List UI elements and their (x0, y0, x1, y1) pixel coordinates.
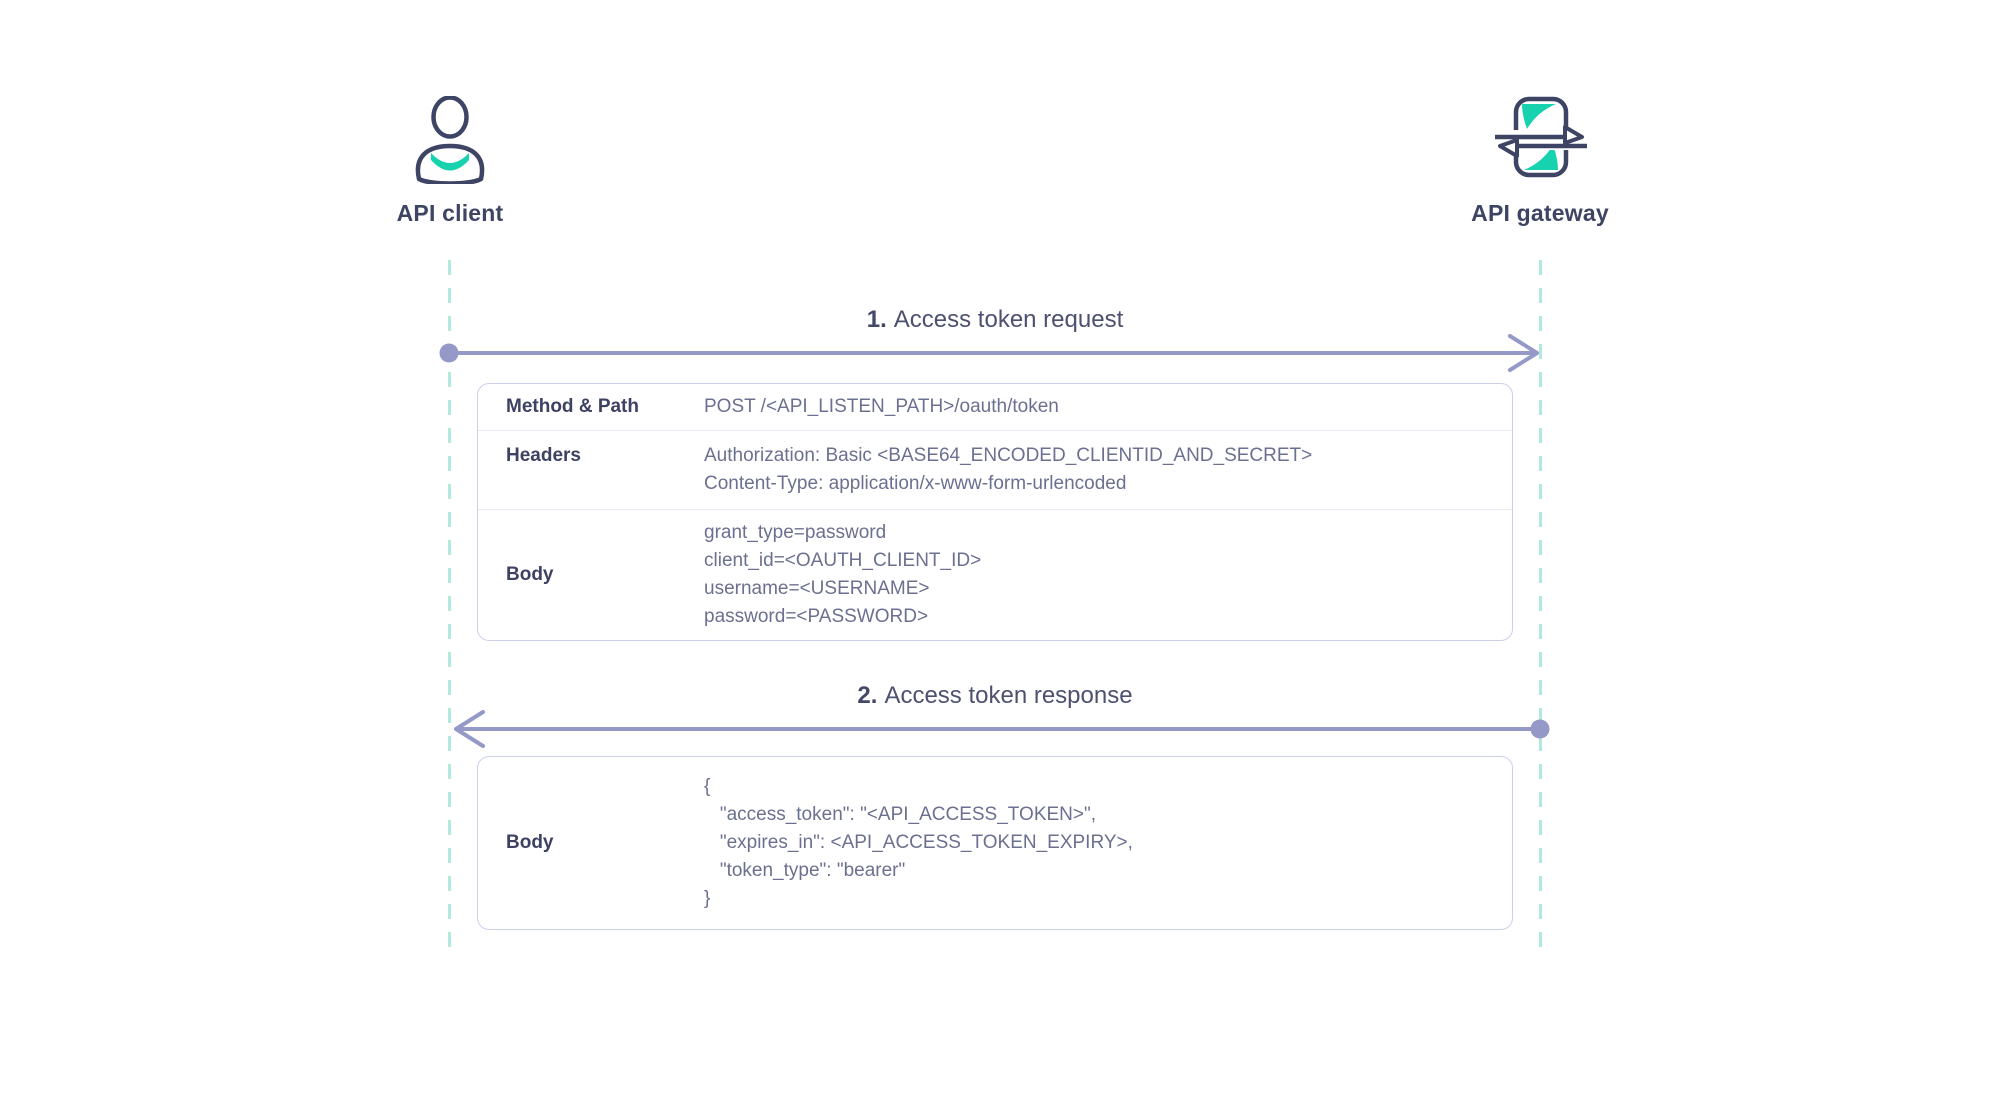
row-value: { "access_token": "<API_ACCESS_TOKEN>", … (704, 773, 1512, 913)
row-value: POST /<API_LISTEN_PATH>/oauth/token (704, 393, 1512, 421)
table-row-body: Body grant_type=password client_id=<OAUT… (478, 509, 1512, 640)
actor-api-gateway: API gateway (1440, 96, 1640, 227)
value-line: POST /<API_LISTEN_PATH>/oauth/token (704, 396, 1059, 417)
value-line: { (704, 776, 711, 797)
value-line: "access_token": "<API_ACCESS_TOKEN>", (704, 804, 1097, 825)
message-number: 2. (857, 682, 878, 709)
gateway-icon (1495, 96, 1587, 178)
value-line: client_id=<OAUTH_CLIENT_ID> (704, 550, 982, 571)
message-title-response: 2.Access token response (695, 682, 1295, 710)
user-icon (415, 96, 485, 184)
value-line: "expires_in": <API_ACCESS_TOKEN_EXPIRY>, (704, 832, 1133, 853)
message-title-request: 1.Access token request (695, 306, 1295, 334)
value-line: Authorization: Basic <BASE64_ENCODED_CLI… (704, 445, 1313, 466)
row-label: Body (506, 832, 554, 853)
row-value: grant_type=password client_id=<OAUTH_CLI… (704, 519, 1512, 631)
request-details-table: Method & Path POST /<API_LISTEN_PATH>/oa… (477, 383, 1513, 641)
table-row-headers: Headers Authorization: Basic <BASE64_ENC… (478, 430, 1512, 509)
value-line: } (704, 888, 711, 909)
row-label: Body (506, 564, 554, 585)
value-line: Content-Type: application/x-www-form-url… (704, 473, 1127, 494)
message-text: Access token request (893, 306, 1124, 333)
request-arrow (439, 334, 1539, 372)
table-row-body: Body { "access_token": "<API_ACCESS_TOKE… (478, 757, 1512, 929)
response-details-table: Body { "access_token": "<API_ACCESS_TOKE… (477, 756, 1513, 930)
table-row-method-path: Method & Path POST /<API_LISTEN_PATH>/oa… (478, 384, 1512, 430)
actor-label-api-client: API client (396, 200, 504, 226)
actor-label-api-gateway: API gateway (1471, 200, 1609, 226)
response-arrow (454, 710, 1550, 748)
row-value: Authorization: Basic <BASE64_ENCODED_CLI… (704, 442, 1512, 498)
value-line: grant_type=password (704, 522, 887, 543)
value-line: password=<PASSWORD> (704, 606, 929, 627)
message-number: 1. (866, 306, 887, 333)
value-line: "token_type": "bearer" (704, 860, 906, 881)
row-label: Headers (506, 445, 581, 466)
message-text: Access token response (884, 682, 1133, 709)
actor-api-client: API client (350, 96, 550, 227)
value-line: username=<USERNAME> (704, 578, 930, 599)
row-label: Method & Path (506, 396, 639, 417)
